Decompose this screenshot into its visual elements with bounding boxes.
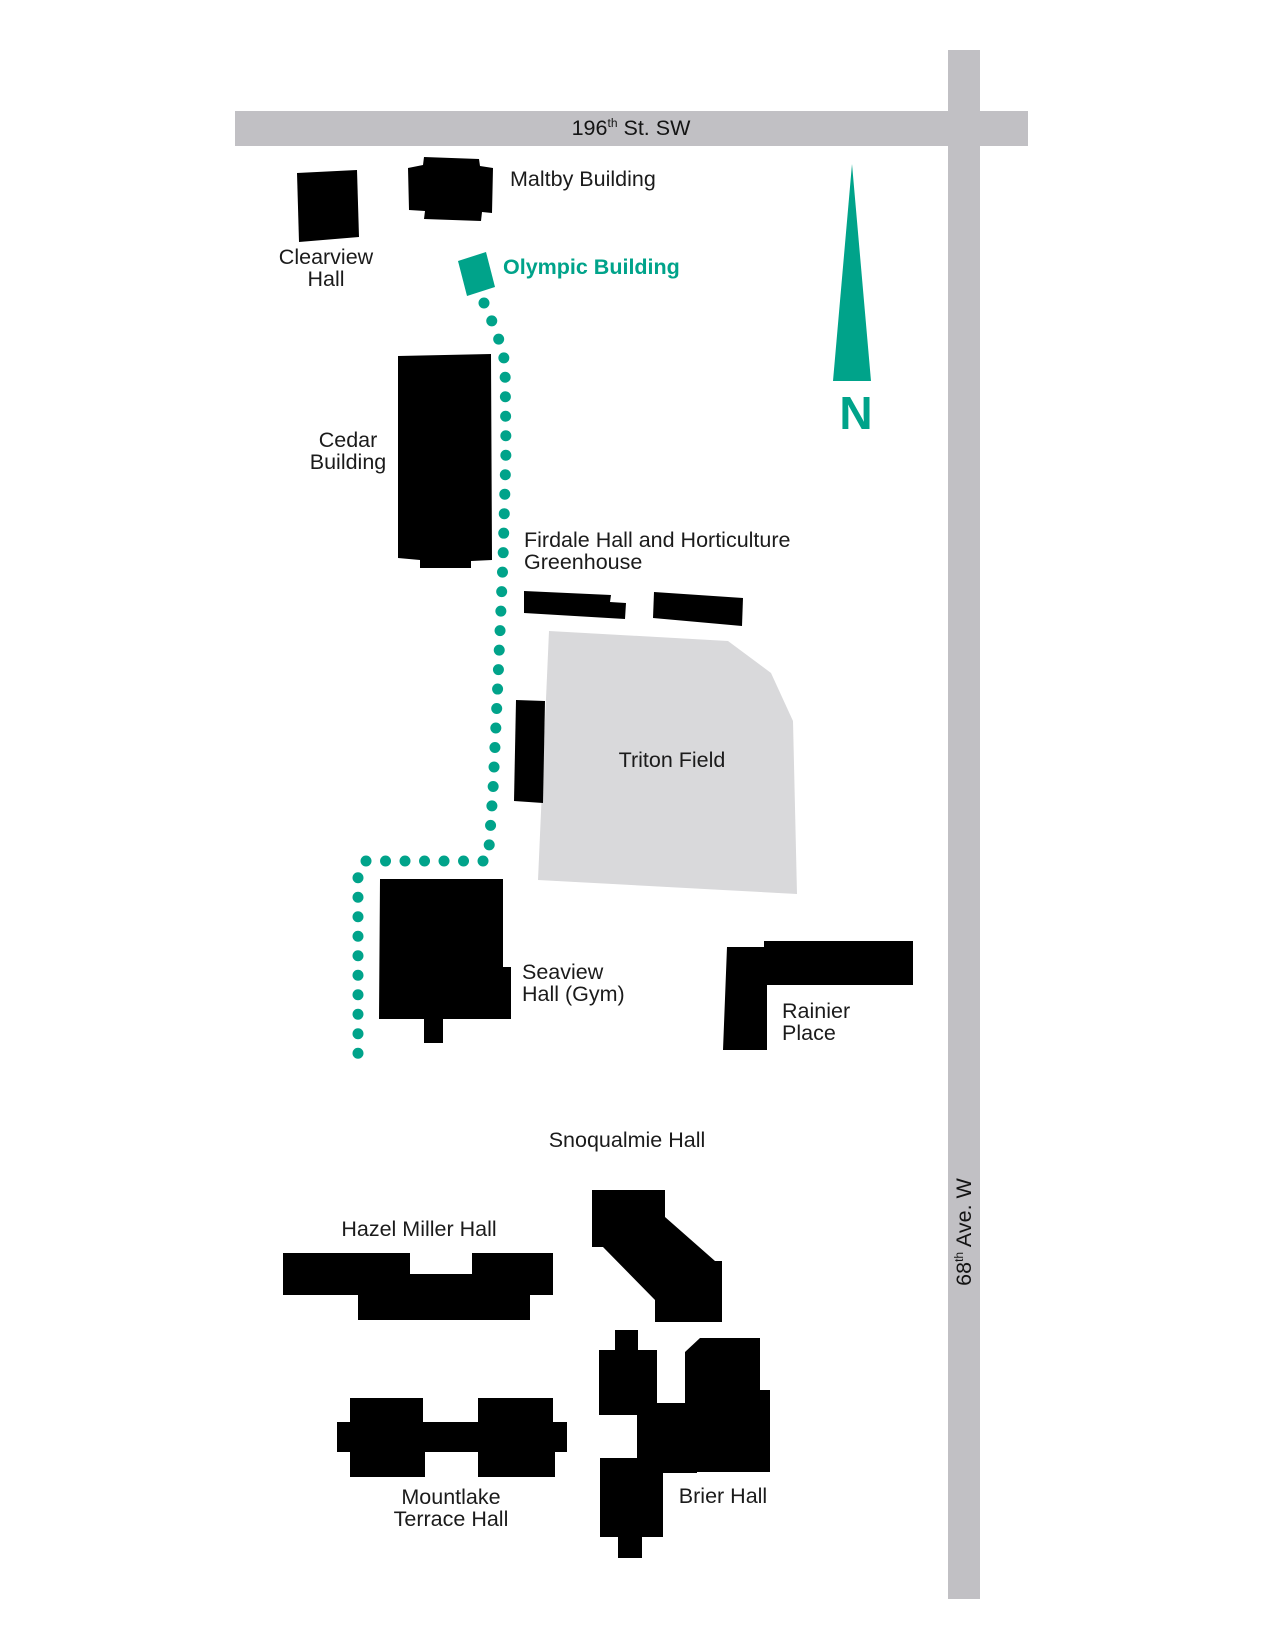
field-triton — [538, 631, 797, 894]
building-brier-hall — [599, 1330, 770, 1558]
building-field-side — [514, 700, 545, 803]
label-olympic-building: Olympic Building — [503, 255, 680, 279]
building-olympic-highlighted — [458, 252, 495, 296]
label-rainier-place: Rainier Place — [782, 999, 851, 1045]
label-snoqualmie-hall: Snoqualmie Hall — [548, 1128, 706, 1152]
building-cedar — [398, 354, 492, 568]
label-maltby-building: Maltby Building — [510, 167, 656, 191]
building-horticulture-greenhouse — [653, 592, 743, 626]
building-clearview-hall — [297, 170, 359, 242]
label-mountlake-terrace-hall: Mountlake Terrace Hall — [393, 1485, 509, 1531]
building-snoqualmie-hall — [592, 1190, 722, 1322]
label-brier-hall: Brier Hall — [678, 1484, 768, 1508]
label-seaview-hall: Seaview Hall (Gym) — [522, 960, 625, 1006]
label-hazel-miller-hall: Hazel Miller Hall — [341, 1217, 497, 1241]
building-seaview-hall — [379, 879, 511, 1043]
label-triton-field: Triton Field — [618, 748, 726, 772]
street-label-196th: 196th St. SW — [571, 115, 691, 140]
building-maltby — [408, 157, 493, 221]
label-cedar-building: Cedar Building — [309, 428, 387, 474]
street-68th-ave-w — [948, 50, 980, 1599]
street-196th-st-sw — [235, 111, 1028, 146]
walking-route — [352, 297, 512, 1064]
label-clearview-hall: Clearview Hall — [278, 245, 374, 291]
street-label-68th: 68th Ave. W — [951, 1178, 976, 1286]
building-rainier-place — [723, 941, 913, 1050]
building-mountlake-terrace-hall — [337, 1398, 567, 1477]
building-firdale-hall — [524, 591, 626, 619]
north-label: N — [839, 387, 873, 439]
north-arrow-icon — [833, 164, 871, 381]
label-firdale-hall: Firdale Hall and Horticulture Greenhouse — [524, 528, 791, 574]
building-hazel-miller-hall — [283, 1253, 553, 1320]
